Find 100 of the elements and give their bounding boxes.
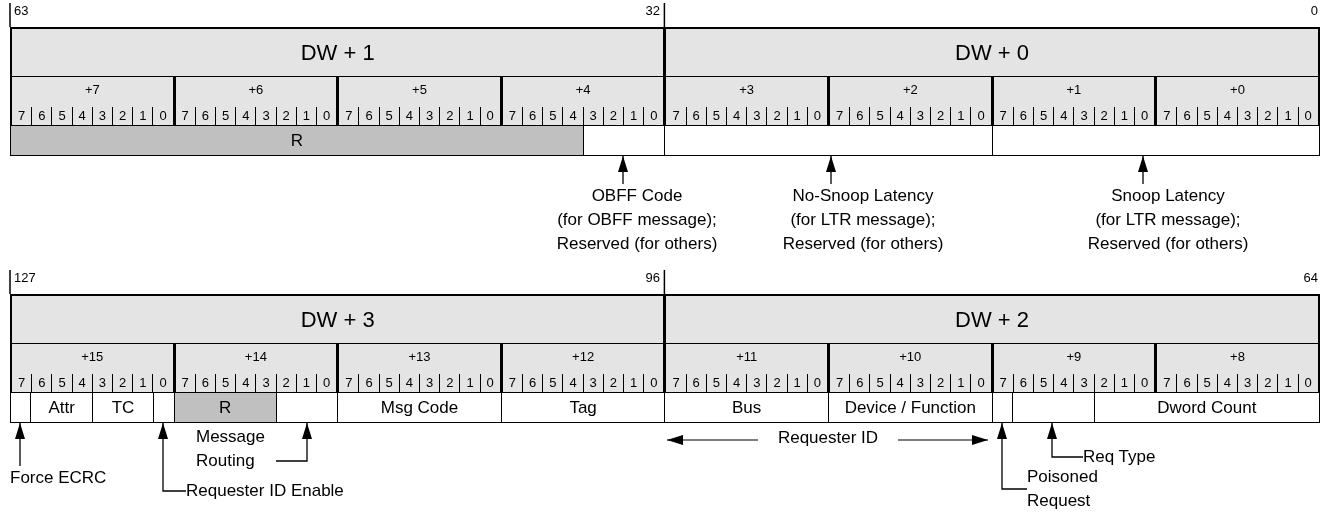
bit-position: 32 [645, 3, 660, 18]
byte-cell [1155, 77, 1320, 127]
byte-cell [991, 77, 1157, 127]
bit-number: 5 [378, 107, 399, 125]
byte-offset: +12 [572, 349, 595, 364]
byte-cell [664, 344, 829, 394]
byte-offset: +9 [1066, 349, 1082, 364]
field-label: Msg Code [380, 397, 459, 418]
bit-number: 7 [17, 107, 27, 125]
bit-number: 2 [112, 107, 133, 125]
bit-number: 4 [1053, 107, 1074, 125]
bit-number: 7 [344, 107, 354, 125]
bit-number: 6 [31, 374, 52, 392]
bit-number: 4 [1053, 374, 1074, 392]
byte-offset: +6 [248, 82, 264, 97]
callout-title: No-Snoop Latency [791, 185, 935, 207]
bit-number: 4 [71, 374, 92, 392]
bit-number: 3 [909, 107, 930, 125]
bit-number: 3 [255, 107, 276, 125]
bit-number: 0 [316, 374, 337, 392]
byte-cell [828, 77, 993, 127]
bit-number: 2 [1257, 107, 1278, 125]
field-box [10, 393, 32, 423]
field-label: Tag [569, 397, 597, 418]
bit-number: 1 [786, 107, 807, 125]
field-label: R [219, 397, 232, 418]
bit-number: 0 [1134, 107, 1155, 125]
byte-cell [337, 77, 502, 127]
leader-arrow [275, 422, 312, 462]
bit-number: 7 [1162, 374, 1172, 392]
bit-position: 63 [14, 3, 29, 18]
header-cell [10, 294, 666, 345]
leader-arrow [1047, 422, 1084, 458]
bit-number: 0 [1297, 107, 1318, 125]
bit-number: 2 [602, 374, 623, 392]
field-label: Bus [732, 397, 762, 418]
field-box [500, 393, 666, 423]
bit-number: 7 [507, 374, 517, 392]
bit-number: 5 [215, 374, 236, 392]
header-label: DW + 1 [300, 39, 375, 66]
bit-number: 4 [71, 107, 92, 125]
bit-number: 0 [970, 107, 991, 125]
field-box [991, 126, 1320, 156]
bit-number: 6 [194, 107, 215, 125]
field-label: R [290, 130, 303, 151]
bit-number: 3 [582, 374, 603, 392]
bit-number: 2 [1093, 374, 1114, 392]
bit-number: 6 [849, 374, 870, 392]
byte-offset: +13 [408, 349, 431, 364]
bit-number: 1 [295, 107, 316, 125]
field-label: Attr [48, 397, 75, 418]
bit-number: 0 [643, 374, 664, 392]
field-box [30, 393, 93, 423]
bit-number: 7 [835, 374, 845, 392]
bit-number: 6 [358, 374, 379, 392]
header-cell [664, 27, 1320, 78]
bit-number: 3 [1237, 107, 1258, 125]
byte-cell [991, 344, 1157, 394]
bit-number: 0 [316, 107, 337, 125]
bit-number: 3 [91, 374, 112, 392]
bit-number: 3 [582, 107, 603, 125]
bit-number: 4 [889, 107, 910, 125]
byte-offset: +5 [412, 82, 427, 97]
bit-number: 3 [909, 374, 930, 392]
callout-text: Force ECRC [10, 466, 130, 490]
bit-number: 1 [950, 107, 971, 125]
header-label: DW + 3 [300, 306, 375, 333]
header-cell [664, 294, 1320, 345]
byte-offset: +3 [739, 82, 755, 97]
callout-title: OBFF Code [590, 185, 684, 207]
byte-cell [173, 344, 339, 394]
field-label: Dword Count [1157, 397, 1257, 418]
callout-text: (for LTR message); Reserved (for others) [781, 209, 945, 255]
bit-number: 6 [1176, 374, 1197, 392]
leader-arrow [15, 422, 25, 467]
bit-number: 0 [1134, 374, 1155, 392]
field-box [91, 393, 155, 423]
bit-number: 1 [132, 107, 153, 125]
bit-number: 5 [1033, 107, 1054, 125]
bit-number: 2 [930, 374, 951, 392]
bit-number: 2 [766, 107, 787, 125]
callout-title: Snoop Latency [1110, 185, 1226, 207]
bit-number: 6 [358, 107, 379, 125]
field-box [337, 393, 502, 423]
bit-number: 2 [766, 374, 787, 392]
bit-number: 3 [1073, 374, 1094, 392]
bit-number: 6 [1176, 107, 1197, 125]
bit-number: 3 [746, 107, 767, 125]
bit-number: 5 [869, 107, 890, 125]
bit-number: 7 [507, 107, 517, 125]
field-box [275, 393, 339, 423]
byte-cell [337, 344, 502, 394]
bit-number: 5 [705, 107, 726, 125]
bit-number: 6 [849, 107, 870, 125]
field-box [1012, 393, 1095, 423]
bit-position: 0 [1310, 3, 1318, 18]
byte-offset: +8 [1230, 349, 1245, 364]
bit-number: 0 [479, 107, 500, 125]
byte-offset: +0 [1230, 82, 1245, 97]
bit-number: 4 [398, 107, 419, 125]
